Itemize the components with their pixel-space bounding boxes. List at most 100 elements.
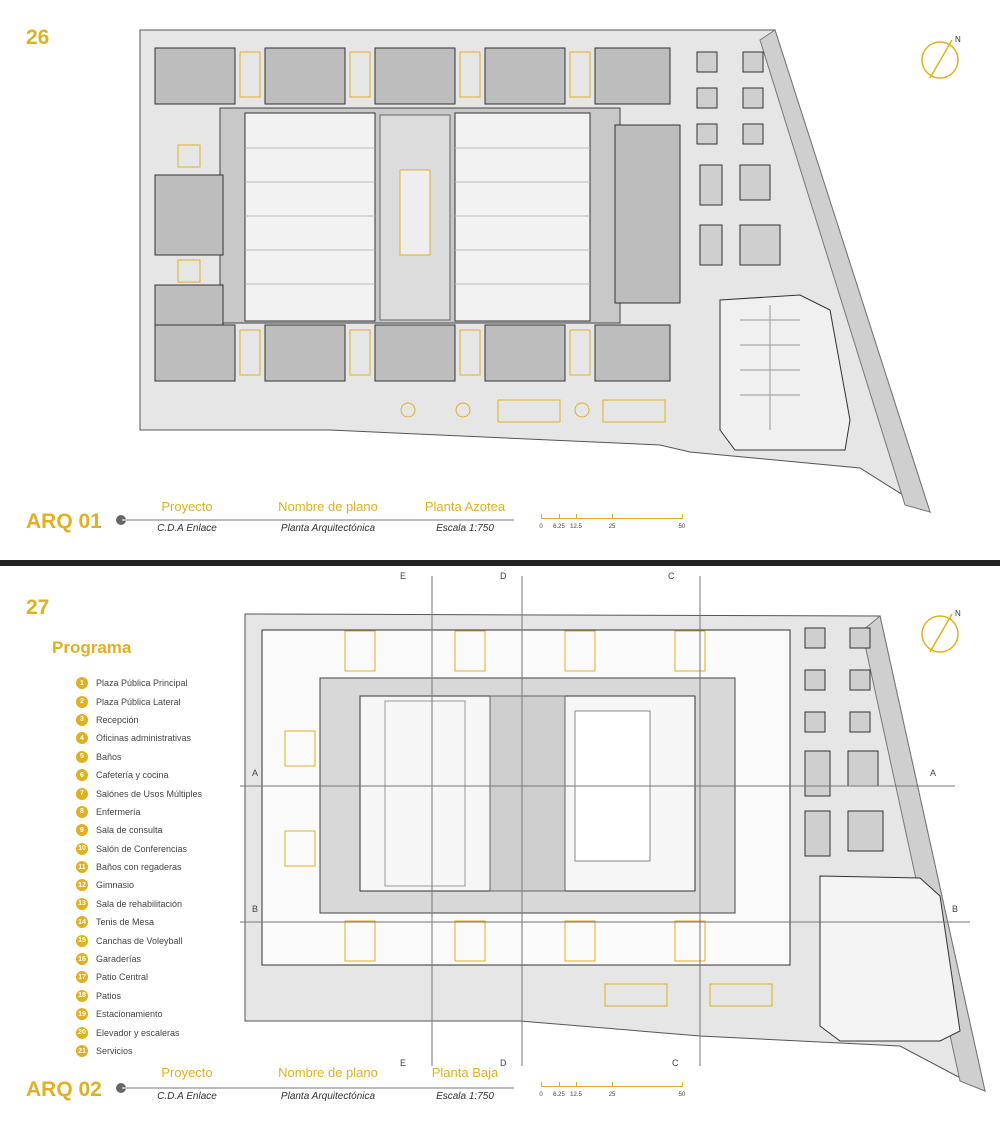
title-rule: [122, 519, 514, 521]
program-item: 13 Sala de rehabilitación: [76, 895, 202, 913]
program-number-badge: 2: [76, 695, 88, 708]
program-item-label: Tenis de Mesa: [96, 917, 155, 928]
program-number-badge: 11: [76, 861, 88, 874]
plan-type: Planta Baja: [431, 1065, 499, 1080]
site-edge-planting: [759, 29, 931, 513]
program-number-badge: 15: [76, 934, 88, 947]
central-patio: [489, 695, 566, 892]
program-number-badge: 3: [76, 713, 88, 726]
central-fountain: [399, 169, 431, 256]
program-item: 3 Recepción: [76, 711, 202, 729]
sheet-divider: [0, 560, 1000, 566]
scale-label: 6.25: [553, 524, 565, 530]
program-number-badge: 19: [76, 1008, 88, 1021]
plan-name-label: Nombre de plano: [278, 499, 378, 514]
program-item: 11 Baños con regaderas: [76, 858, 202, 876]
scale-label: 12.5: [570, 524, 582, 530]
central-patio: [379, 114, 451, 321]
title-bullet: [116, 515, 126, 525]
program-number-badge: 17: [76, 971, 88, 984]
section-lines: [240, 576, 970, 1066]
program-number-badge: 4: [76, 732, 88, 745]
scale-label: 0: [539, 1092, 543, 1098]
program-item-label: Plaza Pública Principal: [96, 678, 188, 689]
program-number-badge: 16: [76, 953, 88, 966]
north-label: N: [955, 609, 961, 618]
program-number-badge: 8: [76, 805, 88, 818]
project-value: C.D.A Enlace: [157, 1091, 217, 1102]
scale-label: 12.5: [570, 1092, 582, 1098]
program-item-label: Oficinas administrativas: [96, 733, 192, 744]
program-number-badge: 20: [76, 1026, 88, 1039]
north-arrow-icon: [921, 613, 959, 653]
section-b-right: B: [952, 904, 959, 914]
site-edge-planting: [861, 615, 986, 1092]
program-item: 17 Patio Central: [76, 968, 202, 986]
section-a-right: A: [930, 768, 937, 778]
program-number-badge: 14: [76, 916, 88, 929]
program-number-badge: 21: [76, 1045, 88, 1057]
program-item-label: Canchas de Voleyball: [96, 935, 183, 946]
program-number-badge: 7: [76, 787, 88, 800]
program-item-label: Salónes de Usos Múltiples: [96, 788, 203, 799]
upper-planters: [284, 630, 773, 1007]
ground-floor-plan-drawing: N: [240, 576, 986, 1092]
program-item-label: Patio Central: [96, 972, 149, 983]
program-item-label: Elevador y escaleras: [96, 1027, 180, 1038]
plan-type: Planta Azotea: [424, 499, 506, 514]
page-number: 27: [26, 596, 50, 619]
program-item: 14 Tenis de Mesa: [76, 913, 202, 931]
program-item-label: Enfermería: [96, 806, 141, 817]
program-item-label: Cafetería y cocina: [96, 770, 169, 781]
section-c-top: C: [668, 571, 675, 581]
program-item-label: Baños con regaderas: [96, 862, 182, 873]
program-item-label: Baños: [96, 751, 122, 762]
program-item-label: Estacionamiento: [96, 1009, 163, 1020]
program-item: 19 Estacionamiento: [76, 1005, 202, 1023]
parking-area: [819, 875, 961, 1042]
program-item-label: Salón de Conferencias: [96, 843, 188, 854]
program-item-label: Recepción: [96, 714, 139, 725]
scale-label: 50: [678, 524, 686, 530]
program-item: 16 Garaderías: [76, 950, 202, 968]
program-item-label: Garaderías: [96, 954, 142, 965]
program-item: 4 Oficinas administrativas: [76, 729, 202, 747]
scale-label: 0: [539, 524, 543, 530]
planters: [177, 51, 666, 423]
project-label: Proyecto: [161, 1065, 213, 1080]
plan-name-label: Nombre de plano: [278, 1065, 378, 1080]
program-number-badge: 5: [76, 750, 88, 763]
program-number-badge: 6: [76, 769, 88, 782]
program-item-label: Plaza Pública Lateral: [96, 696, 181, 707]
basketball-court: [359, 695, 491, 892]
program-item: 2 Plaza Pública Lateral: [76, 692, 202, 710]
parking-area: [719, 294, 851, 451]
side-planters: [696, 51, 781, 266]
project-label: Proyecto: [161, 499, 213, 514]
section-c-bottom: C: [672, 1058, 679, 1068]
scale-label: 50: [678, 1092, 686, 1098]
section-a-left: A: [252, 768, 259, 778]
section-e-top: E: [400, 571, 407, 581]
roof-ribs: [245, 147, 590, 285]
parking-lines: [740, 305, 800, 430]
program-number-badge: 12: [76, 879, 88, 892]
program-number-badge: 13: [76, 897, 88, 910]
scale-label: 25: [608, 524, 616, 530]
scale-label: 25: [608, 1092, 616, 1098]
title-rule: [122, 1087, 514, 1089]
program-item-label: Sala de rehabilitación: [96, 898, 183, 909]
scale-value: Escala 1:750: [436, 523, 494, 534]
program-item: 7 Salónes de Usos Múltiples: [76, 784, 202, 802]
sheet-code: ARQ 01: [26, 510, 102, 533]
program-item: 6 Cafetería y cocina: [76, 766, 202, 784]
court-lines: [384, 700, 466, 887]
plan-name-value: Planta Arquitectónica: [280, 1091, 376, 1102]
